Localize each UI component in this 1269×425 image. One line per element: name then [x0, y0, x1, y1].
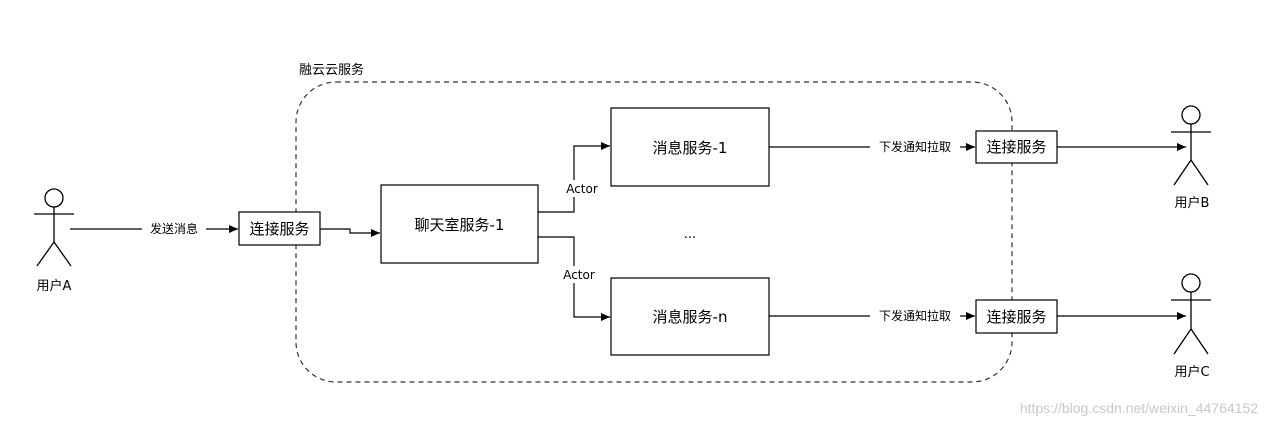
service-region-boundary: [295, 81, 1013, 383]
service-region-label: 融云云服务: [299, 62, 364, 78]
user-c-label: 用户C: [1174, 364, 1209, 380]
edge-notify-b-label: 下发通知拉取: [879, 139, 951, 154]
edge-send-message-label-bg: [142, 219, 206, 239]
user-a-label: 用户A: [37, 278, 72, 294]
connection-service-b-label: 连接服务: [986, 138, 1046, 156]
edge-notify-c-label-bg: [870, 307, 960, 325]
user-b-label: 用户B: [1175, 195, 1210, 211]
user-b-actor-icon: [1171, 105, 1211, 186]
user-c-actor-icon: [1171, 273, 1211, 355]
connection-service-c-label: 连接服务: [986, 308, 1046, 326]
connection-service-inbound-box: [238, 211, 321, 246]
edge-actor-bottom-label-bg: [558, 266, 602, 283]
chatroom-service-box: [380, 184, 539, 264]
edge-conn-to-chatroom: [320, 228, 380, 237]
connection-service-c-box: [975, 299, 1058, 334]
message-service-n-box: [610, 277, 770, 356]
edge-actor-top-label: Actor: [566, 182, 598, 196]
edge-actor-bottom-label: Actor: [563, 268, 595, 282]
watermark-text: https://blog.csdn.net/weixin_44764152: [1020, 400, 1258, 416]
services-ellipsis: ...: [684, 227, 696, 242]
user-a-actor-icon: [34, 188, 74, 267]
connection-service-b-box: [975, 130, 1058, 164]
edge-chatroom-to-msg1: [538, 142, 610, 213]
chatroom-service-label: 聊天室服务-1: [415, 216, 505, 234]
edge-notify-c-label: 下发通知拉取: [879, 308, 951, 323]
connection-service-inbound-label: 连接服务: [249, 220, 309, 238]
edge-notify-b-label-bg: [870, 138, 960, 156]
message-service-n-label: 消息服务-n: [653, 308, 728, 326]
edge-send-message-label: 发送消息: [150, 221, 198, 236]
message-service-1-box: [610, 107, 770, 187]
message-service-1-label: 消息服务-1: [653, 139, 728, 157]
edge-actor-top-label-bg: [562, 180, 602, 197]
